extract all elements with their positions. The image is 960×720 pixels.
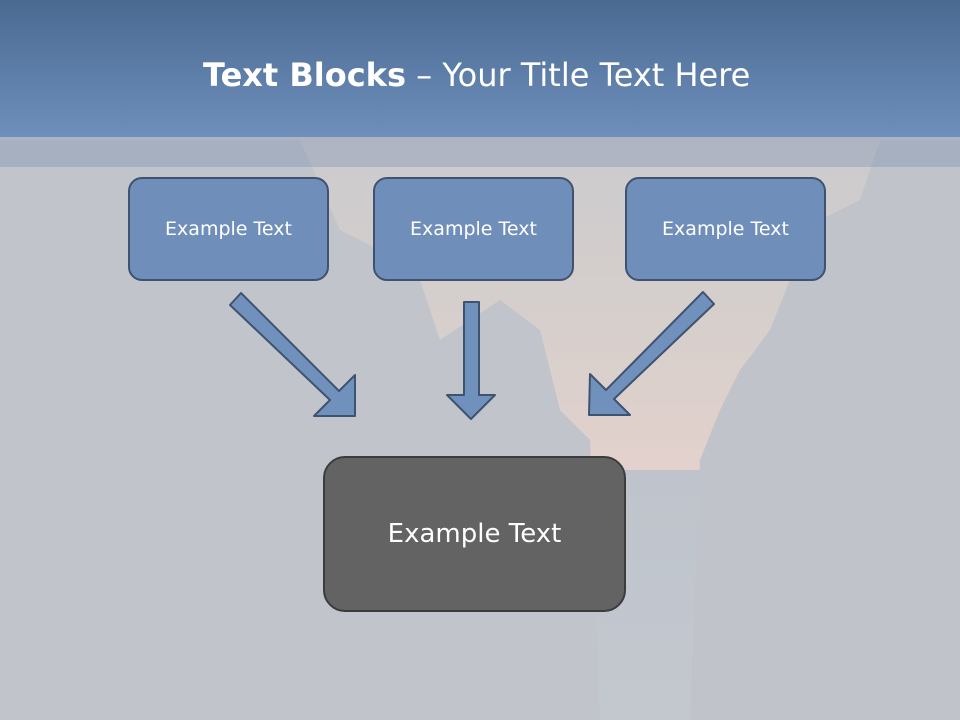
result-block-label: Example Text bbox=[387, 519, 562, 549]
text-block-2[interactable]: Example Text bbox=[373, 177, 574, 281]
text-block-3[interactable]: Example Text bbox=[625, 177, 826, 281]
result-block[interactable]: Example Text bbox=[323, 456, 626, 612]
title-band bbox=[0, 137, 960, 167]
title-rest: – Your Title Text Here bbox=[406, 56, 751, 94]
text-block-3-label: Example Text bbox=[662, 218, 789, 240]
text-block-1[interactable]: Example Text bbox=[128, 177, 329, 281]
title-bar bbox=[0, 0, 960, 137]
slide-title: Text Blocks – Your Title Text Here bbox=[203, 52, 750, 102]
title-bold: Text Blocks bbox=[203, 56, 406, 94]
text-block-1-label: Example Text bbox=[165, 218, 292, 240]
text-block-2-label: Example Text bbox=[410, 218, 537, 240]
